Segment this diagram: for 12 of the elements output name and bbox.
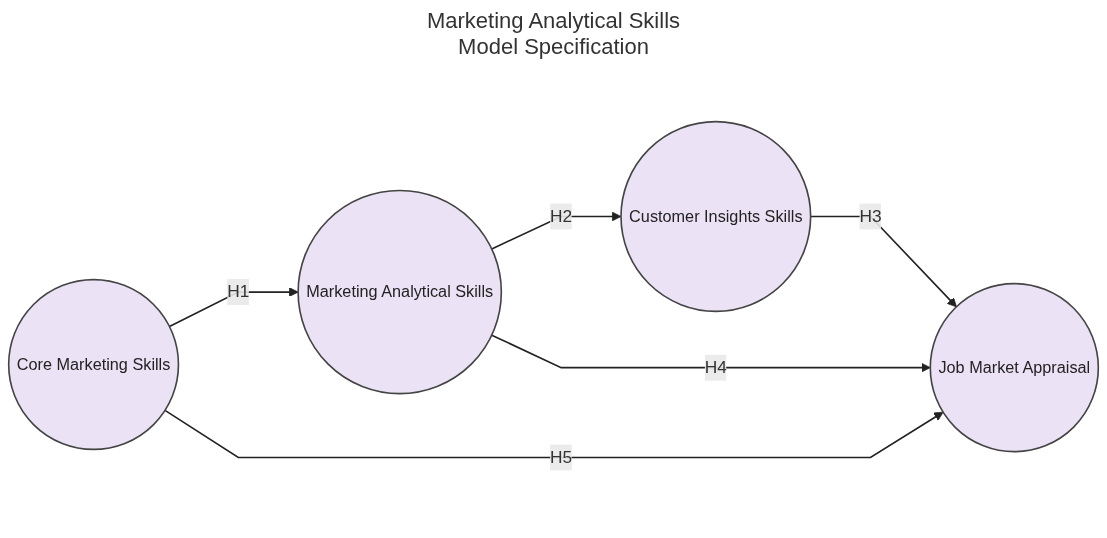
edge-label: H5	[550, 447, 573, 466]
edge-label: H3	[859, 206, 882, 225]
node-circle: Job Market Appraisal	[929, 282, 1100, 453]
arrow	[164, 409, 944, 458]
node-circle: Core Marketing Skills	[7, 278, 180, 450]
edge-label: H4	[704, 357, 727, 377]
arrow	[490, 334, 931, 373]
node-circle: Customer Insights Skills	[620, 120, 812, 312]
edge-label: H2	[550, 206, 573, 225]
edge-label: H1	[227, 282, 250, 301]
diagram-title: Marketing Analytical Skills Model Specification	[425, 8, 682, 61]
node-circle: Marketing Analytical Skills	[297, 189, 503, 395]
